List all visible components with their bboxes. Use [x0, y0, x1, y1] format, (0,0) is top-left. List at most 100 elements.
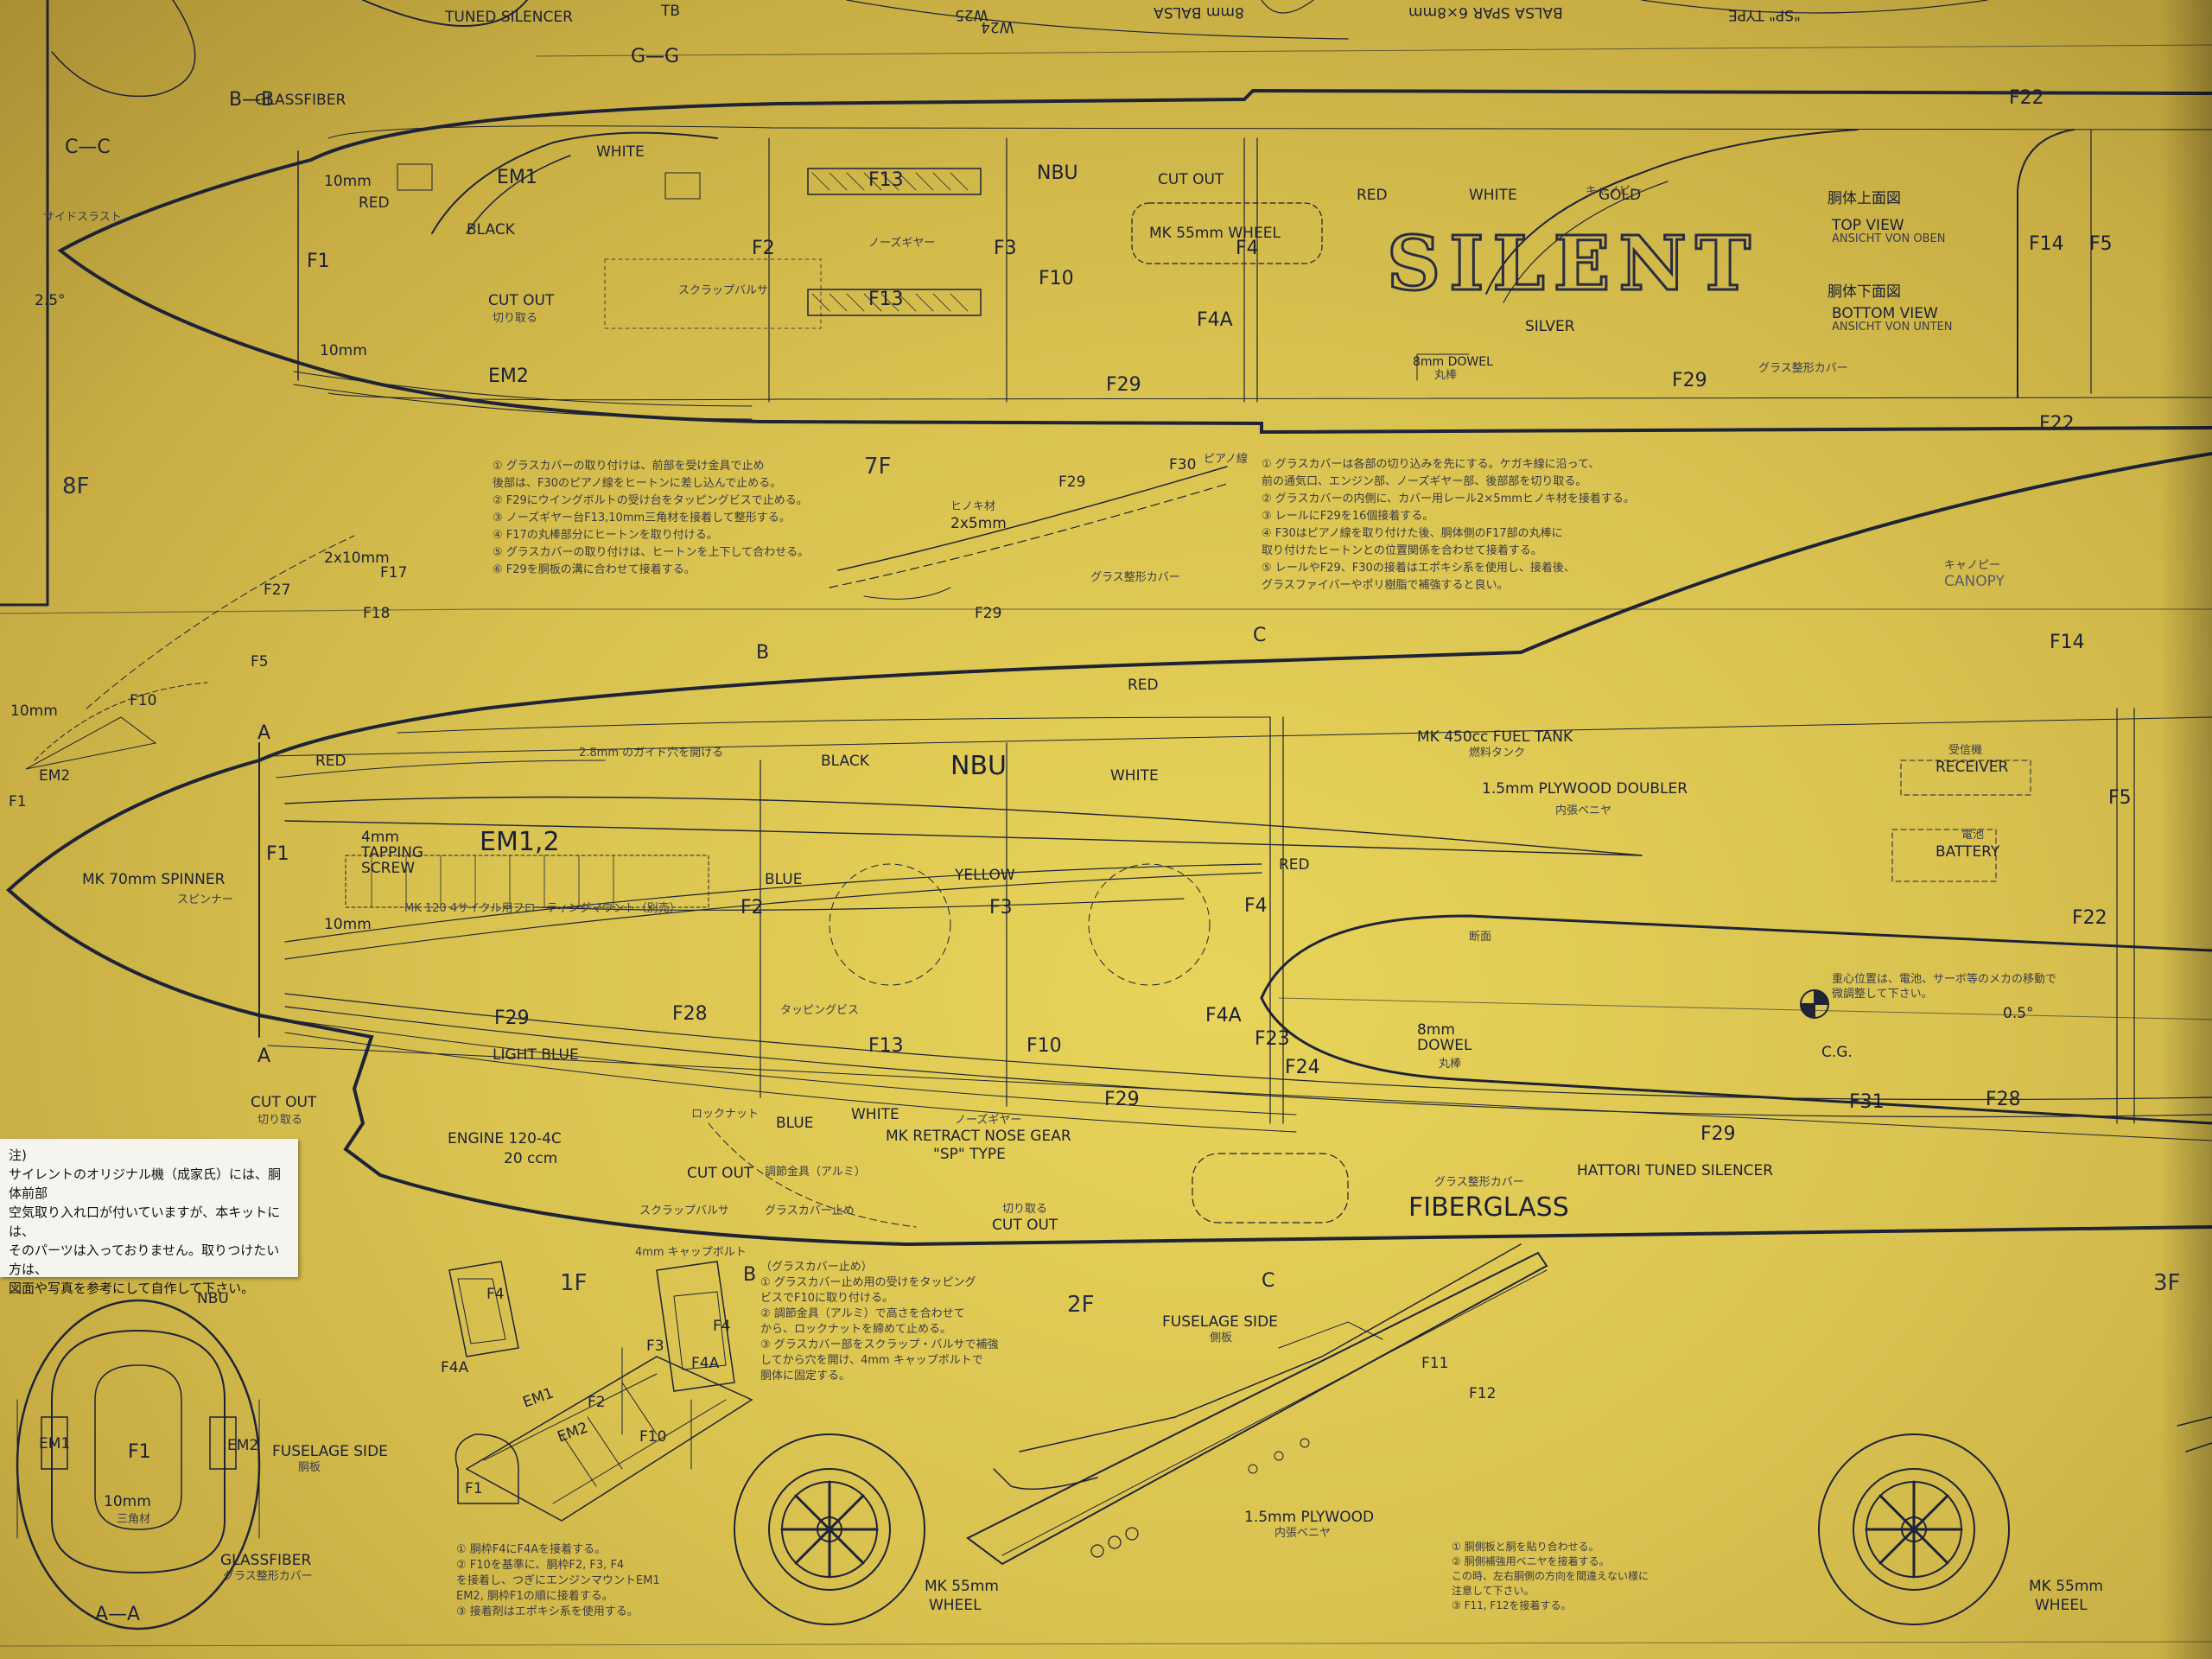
label-em2-section: EM2: [227, 1437, 259, 1454]
label-f5-detail: F5: [251, 653, 269, 671]
label-plywood-side: 1.5mm PLYWOOD: [1244, 1509, 1375, 1526]
label-battery: BATTERY: [1936, 843, 2000, 861]
label-nbu-main: NBU: [950, 751, 1007, 781]
label-white-top2: WHITE: [1469, 187, 1517, 204]
label-10mm-detail: 10mm: [10, 702, 58, 720]
label-fuselage-side: FUSELAGE SIDE: [1162, 1313, 1278, 1331]
label-plywood-doubler: 1.5mm PLYWOOD DOUBLER: [1482, 780, 1688, 798]
label-f14-top: F14: [2029, 233, 2064, 255]
section-b-bottom: B: [743, 1264, 757, 1286]
label-8mm-dowel-top: 8mm DOWEL: [1413, 355, 1493, 369]
label-cut-jp: 切り取る: [493, 312, 538, 325]
section-c-top: C: [1253, 625, 1267, 646]
label-tapping-screw-jp: タッピングビス: [780, 1004, 860, 1017]
label-cut-out-main: CUT OUT: [251, 1094, 317, 1111]
label-f24: F24: [1285, 1057, 1320, 1078]
label-white-main2: WHITE: [851, 1106, 899, 1123]
label-gold-top: GOLD: [1599, 187, 1642, 204]
label-f5-main: F5: [2108, 787, 2132, 809]
label-f1-top: F1: [307, 251, 330, 272]
label-2x10mm: 2x10mm: [324, 550, 390, 567]
label-f1-section: F1: [128, 1441, 151, 1463]
label-balsa-spar: BALSA SPAR 6×8mm: [1408, 3, 1563, 21]
label-engine: ENGINE 120-4C: [448, 1130, 562, 1147]
label-scrap-balsa-jp: スクラップバルサ: [678, 284, 769, 297]
label-plywood-jp: 内張ベニヤ: [1555, 804, 1612, 817]
label-f13-main: F13: [868, 1035, 904, 1057]
label-f3-main: F3: [989, 897, 1013, 918]
label-f11: F11: [1421, 1355, 1449, 1372]
section-b-top: B: [756, 642, 770, 664]
label-2x5mm: 2x5mm: [950, 515, 1007, 532]
label-f10-asm: F10: [639, 1428, 667, 1446]
assembly-notes: ① 胴枠F4にF4Aを接着する。 ② F10を基準に、胴枠F2, F3, F4 …: [456, 1543, 660, 1618]
label-cg-note: 重心位置は、電池、サーボ等のメカの移動で微調整して下さい。: [1832, 973, 2057, 1001]
panel-8f: 8F: [62, 474, 90, 499]
label-silencer: HATTORI TUNED SILENCER: [1577, 1162, 1774, 1179]
label-f4-asm: F4: [486, 1286, 505, 1303]
label-yellow: YELLOW: [955, 867, 1015, 884]
label-f29-main2: F29: [1104, 1089, 1140, 1110]
label-f29-detail2: F29: [975, 605, 1002, 622]
label-receiver: RECEIVER: [1936, 759, 2009, 776]
label-cut-jp-main: 切り取る: [1002, 1203, 1048, 1216]
label-2-5-deg: 2.5°: [35, 292, 66, 309]
label-f13-top2: F13: [868, 289, 904, 310]
fuselage-logo-lettering: SILENT: [1386, 219, 1759, 309]
label-glass-cover-top: グラス整形カバー: [1758, 362, 1848, 375]
label-cut-out-top2: CUT OUT: [488, 292, 555, 309]
label-glass-cover-section: グラス整形カバー: [223, 1570, 313, 1583]
label-triangle-stock-jp: 三角材: [117, 1513, 151, 1526]
panel-7f: 7F: [864, 454, 892, 480]
label-red-top2: RED: [1357, 187, 1388, 204]
label-nose-gear-jp: ノーズギヤー: [955, 1114, 1022, 1127]
warning-note: 注) サイレントのオリジナル機（成家氏）には、胴体前部 空気取り入れ口が付いてい…: [0, 1139, 298, 1296]
label-fiberglass: FIBERGLASS: [1408, 1192, 1569, 1223]
label-f5-top: F5: [2089, 233, 2113, 255]
label-sp-type-top: "SP" TYPE: [1728, 6, 1801, 23]
label-f3-top: F3: [994, 238, 1017, 259]
label-f2-main: F2: [741, 897, 764, 918]
label-em1: EM1: [497, 167, 537, 188]
label-f1-asm: F1: [465, 1480, 483, 1497]
label-f4-asm2: F4: [713, 1318, 731, 1335]
label-tuned-silencer: TUNED SILENCER: [445, 9, 573, 26]
label-lock-nut: ロックナット: [691, 1108, 760, 1121]
label-f28-main2: F28: [1986, 1089, 2021, 1110]
label-white-main: WHITE: [1110, 767, 1159, 785]
label-em2-detail: EM2: [39, 767, 71, 785]
label-mk55-wheel-top: MK 55mm WHEEL: [1149, 225, 1281, 242]
label-w24: W24: [981, 18, 1014, 35]
label-f2-top: F2: [752, 238, 775, 259]
notes-right: ① グラスカバーは各部の切り込みを先にする。ケガキ線に沿って、 前の通気口、エン…: [1262, 458, 1635, 592]
label-dowel-jp: 丸棒: [1434, 369, 1458, 382]
label-f4-main: F4: [1244, 895, 1268, 917]
label-hinoki: ヒノキ材: [950, 500, 996, 513]
label-10mm-section: 10mm: [104, 1493, 151, 1510]
panel-2f: 2F: [1067, 1292, 1095, 1318]
label-plywood-side-jp: 内張ベニヤ: [1274, 1527, 1332, 1540]
label-f12: F12: [1469, 1385, 1497, 1402]
label-ansicht-oben: ANSICHT VON OBEN: [1832, 232, 1946, 245]
label-f22-top: F22: [2009, 87, 2044, 109]
label-em12: EM1,2: [480, 827, 560, 857]
label-cut-out-main2: CUT OUT: [687, 1165, 753, 1182]
label-red-top: RED: [359, 194, 390, 212]
label-nbu-top: NBU: [1037, 162, 1078, 184]
label-8mm-dowel-main: 8mm DOWEL: [1417, 1021, 1472, 1054]
label-dowel-jp-main: 丸棒: [1439, 1058, 1462, 1071]
label-blue-main2: BLUE: [776, 1115, 814, 1132]
label-nbu-section: NBU: [197, 1290, 229, 1307]
label-f29-top2: F29: [1672, 370, 1707, 391]
label-top-view: TOP VIEW: [1832, 217, 1904, 234]
label-ansicht-unten: ANSICHT VON UNTEN: [1832, 321, 1953, 334]
label-black-top: BLACK: [467, 221, 515, 238]
label-f30: F30: [1169, 456, 1197, 474]
label-b-b: B—B: [229, 89, 275, 111]
label-canopy-jp: キャノピー: [1944, 559, 2001, 572]
label-white-top: WHITE: [596, 143, 645, 161]
label-c-c: C—C: [65, 137, 111, 158]
label-f10-top: F10: [1039, 268, 1074, 289]
label-fuel-tank-jp: 燃料タンク: [1469, 747, 1526, 760]
